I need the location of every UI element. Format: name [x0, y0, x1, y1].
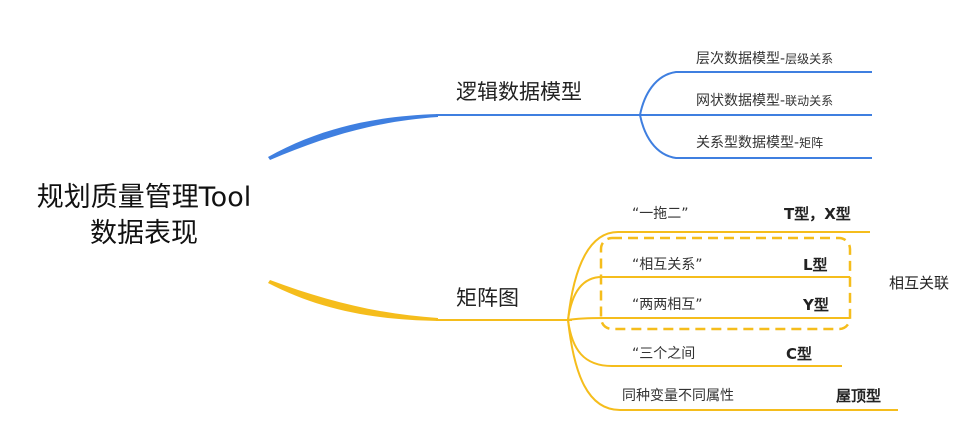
branch-matrix-label: 矩阵图 [456, 286, 519, 310]
matrix-item-5-tag: 屋顶型 [836, 387, 882, 405]
matrix-item-4-label: “三个之间 [632, 346, 696, 362]
group-box-mutual [599, 236, 852, 331]
logical-item-1: 层次数据模型-层级关系 [696, 52, 833, 66]
matrix-item-5-label: 同种变量不同属性 [622, 388, 734, 404]
matrix-item-3-label: “两两相互” [632, 297, 703, 313]
connector-matrix-item-3 [567, 317, 850, 321]
root-title-line-2: 数据表现 [90, 218, 198, 250]
logical-item-2: 网状数据模型-联动关系 [696, 94, 833, 108]
connector-matrix-item-1 [567, 231, 870, 321]
connector-root-matrix [268, 280, 438, 321]
connector-logical-item-1 [639, 71, 872, 116]
connector-logical-item-3 [639, 114, 872, 159]
branch-logical-label: 逻辑数据模型 [456, 80, 582, 104]
connector-root-logical [268, 114, 438, 160]
matrix-item-4-tag: C型 [786, 345, 813, 363]
root-title-line-1: 规划质量管理Tool [36, 182, 252, 213]
matrix-item-3-tag: Y型 [803, 296, 829, 314]
matrix-item-2-tag: L型 [803, 256, 828, 274]
logical-item-3: 关系型数据模型-矩阵 [696, 136, 823, 150]
logical-item-3-main: 关系型数据模型- [696, 135, 800, 151]
root-topic: 规划质量管理Tool 数据表现 [12, 180, 276, 253]
logical-item-1-main: 层次数据模型- [696, 51, 786, 67]
matrix-item-1-label: “一拖二” [632, 206, 689, 222]
matrix-item-2-label: “相互关系” [632, 257, 703, 273]
matrix-item-1-tag: T型，X型 [784, 205, 851, 223]
logical-item-2-main: 网状数据模型- [696, 93, 786, 109]
logical-item-3-sub: 矩阵 [799, 136, 824, 150]
logical-item-2-sub: 联动关系 [785, 94, 834, 108]
group-note-mutual: 相互关联 [889, 274, 950, 292]
logical-item-1-sub: 层级关系 [785, 52, 834, 66]
connector-matrix-item-5 [567, 319, 898, 411]
